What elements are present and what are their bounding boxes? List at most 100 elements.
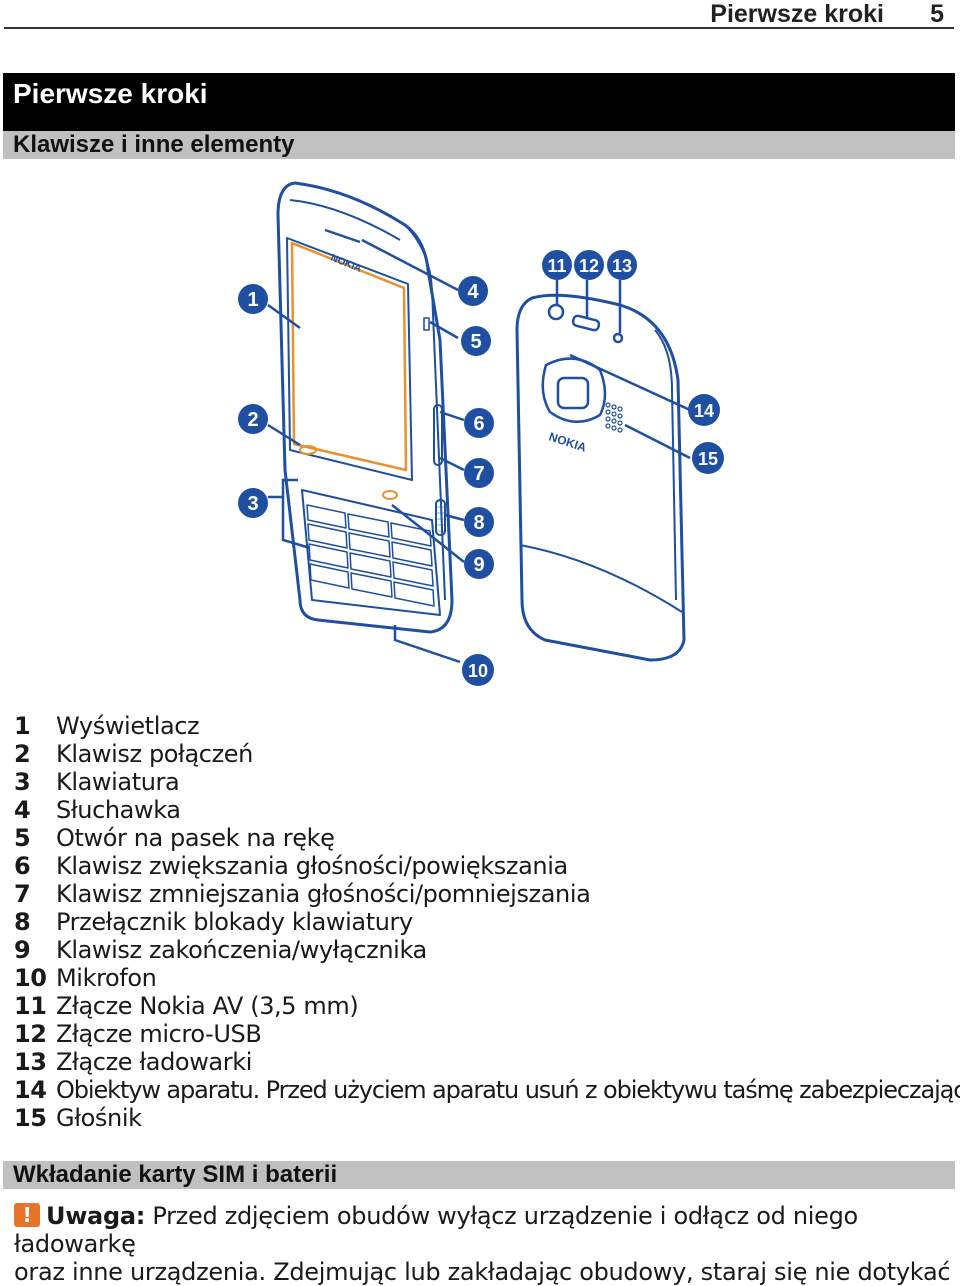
legend-number: 15	[14, 1104, 47, 1132]
page-number: 5	[930, 0, 944, 28]
speaker-grille	[605, 402, 623, 433]
charger-connector	[612, 332, 624, 344]
legend-number: 1	[14, 712, 31, 740]
svg-text:4: 4	[467, 281, 479, 303]
av-connector	[547, 303, 565, 321]
callout-13: 13	[607, 250, 637, 280]
svg-text:14: 14	[694, 401, 714, 421]
legend-text: Klawisz zmniejszania głośności/pomniejsz…	[56, 880, 591, 908]
legend-item: 9 Klawisz zakończenia/wyłącznika	[14, 936, 954, 964]
warning-text-line1: Przed zdjęciem obudów wyłącz urządzenie …	[14, 1202, 858, 1258]
svg-text:8: 8	[473, 512, 484, 534]
legend-text: Klawisz połączeń	[56, 740, 253, 768]
legend-text: Złącze Nokia AV (3,5 mm)	[56, 992, 359, 1020]
phone-front: NOKIA	[276, 181, 454, 634]
legend-text: Klawisz zakończenia/wyłącznika	[56, 936, 427, 964]
svg-text:9: 9	[473, 554, 484, 576]
front-earpiece	[324, 228, 361, 244]
front-screen-bezel	[286, 237, 413, 481]
back-side	[654, 329, 677, 601]
front-screen	[290, 241, 408, 472]
svg-text:13: 13	[612, 256, 632, 276]
call-key	[299, 445, 317, 455]
legend-text: Klawiatura	[56, 768, 180, 796]
legend-item: 5 Otwór na pasek na rękę	[14, 824, 954, 852]
svg-text:6: 6	[473, 413, 484, 435]
phone-back: NOKIA	[515, 293, 686, 662]
legend-text: Wyświetlacz	[56, 712, 200, 740]
legend-text: Przełącznik blokady klawiatury	[56, 908, 413, 936]
legend-item: 2 Klawisz połączeń	[14, 740, 954, 768]
end-key-front	[382, 490, 398, 500]
svg-text:11: 11	[547, 256, 566, 276]
svg-text:3: 3	[247, 493, 258, 515]
legend-number: 2	[14, 740, 31, 768]
warning-label: Uwaga:	[46, 1202, 146, 1230]
camera-lens	[556, 376, 590, 410]
legend-text: Głośnik	[56, 1104, 142, 1132]
callout-11: 11	[542, 250, 572, 280]
svg-text:10: 10	[468, 661, 488, 681]
leader-lines	[267, 238, 691, 664]
running-header-title: Pierwsze kroki	[710, 0, 884, 28]
parts-legend: 1 Wyświetlacz 2 Klawisz połączeń 3 Klawiatu…	[14, 712, 960, 1132]
callout-5: 5	[461, 326, 491, 356]
legend-item: 8 Przełącznik blokady klawiatury	[14, 908, 954, 936]
legend-number: 6	[14, 852, 31, 880]
keypad-outline	[301, 489, 441, 616]
back-body-outline	[515, 293, 686, 662]
legend-item: 12 Złącze micro-USB	[14, 1020, 954, 1048]
header-rule	[4, 27, 954, 29]
warning-text-line2: oraz inne urządzenia. Zdejmując lub zakł…	[14, 1258, 951, 1286]
chapter-title: Pierwsze kroki	[3, 73, 955, 131]
callout-1: 1	[238, 284, 268, 314]
volume-keys	[433, 404, 443, 466]
callout-6: 6	[464, 408, 494, 438]
callout-3: 3	[238, 488, 268, 518]
svg-text:7: 7	[473, 463, 484, 485]
running-header: Pierwsze kroki 5	[0, 0, 960, 28]
svg-text:1: 1	[247, 289, 258, 311]
legend-text: Słuchawka	[56, 796, 181, 824]
warning-note: !Uwaga: Przed zdjęciem obudów wyłącz urz…	[14, 1202, 954, 1286]
legend-text: Otwór na pasek na rękę	[56, 824, 335, 852]
phone-diagram: NOKIA NOKIA	[238, 181, 724, 686]
legend-number: 13	[14, 1048, 47, 1076]
legend-item: 14 Obiektyw aparatu. Przed użyciem aparat…	[14, 1076, 960, 1104]
svg-text:5: 5	[470, 331, 481, 353]
legend-item: 4 Słuchawka	[14, 796, 954, 824]
callout-12: 12	[574, 250, 604, 280]
legend-number: 8	[14, 908, 31, 936]
legend-text: Klawisz zwiększania głośności/powiększan…	[56, 852, 568, 880]
callout-7: 7	[464, 458, 494, 488]
legend-item: 7 Klawisz zmniejszania głośności/pomniejs…	[14, 880, 954, 908]
legend-item: 1 Wyświetlacz	[14, 712, 954, 740]
svg-text:15: 15	[698, 449, 718, 469]
legend-item: 6 Klawisz zwiększania głośności/powiększa…	[14, 852, 954, 880]
callout-2: 2	[238, 404, 268, 434]
section-heading-keys: Klawisze i inne elementy	[3, 131, 955, 159]
back-cover-split	[519, 544, 683, 613]
callout-4: 4	[458, 276, 488, 306]
legend-item: 3 Klawiatura	[14, 768, 954, 796]
back-brand: NOKIA	[547, 430, 588, 455]
legend-text: Złącze micro-USB	[56, 1020, 262, 1048]
svg-text:12: 12	[579, 256, 599, 276]
lock-switch	[435, 499, 446, 536]
legend-number: 7	[14, 880, 31, 908]
legend-number: 4	[14, 796, 31, 824]
front-body-outline	[276, 181, 454, 634]
legend-number: 5	[14, 824, 31, 852]
legend-number: 3	[14, 768, 31, 796]
callout-8: 8	[464, 507, 494, 537]
legend-text: Mikrofon	[56, 964, 157, 992]
keypad-keys	[306, 504, 435, 607]
callout-10: 10	[462, 654, 494, 686]
section-heading-sim: Wkładanie karty SIM i baterii	[3, 1161, 955, 1189]
legend-number: 12	[14, 1020, 47, 1048]
legend-text: Obiektyw aparatu. Przed użyciem aparatu …	[56, 1076, 960, 1104]
legend-number: 14	[14, 1076, 47, 1104]
usb-connector	[571, 314, 601, 332]
legend-number: 9	[14, 936, 31, 964]
